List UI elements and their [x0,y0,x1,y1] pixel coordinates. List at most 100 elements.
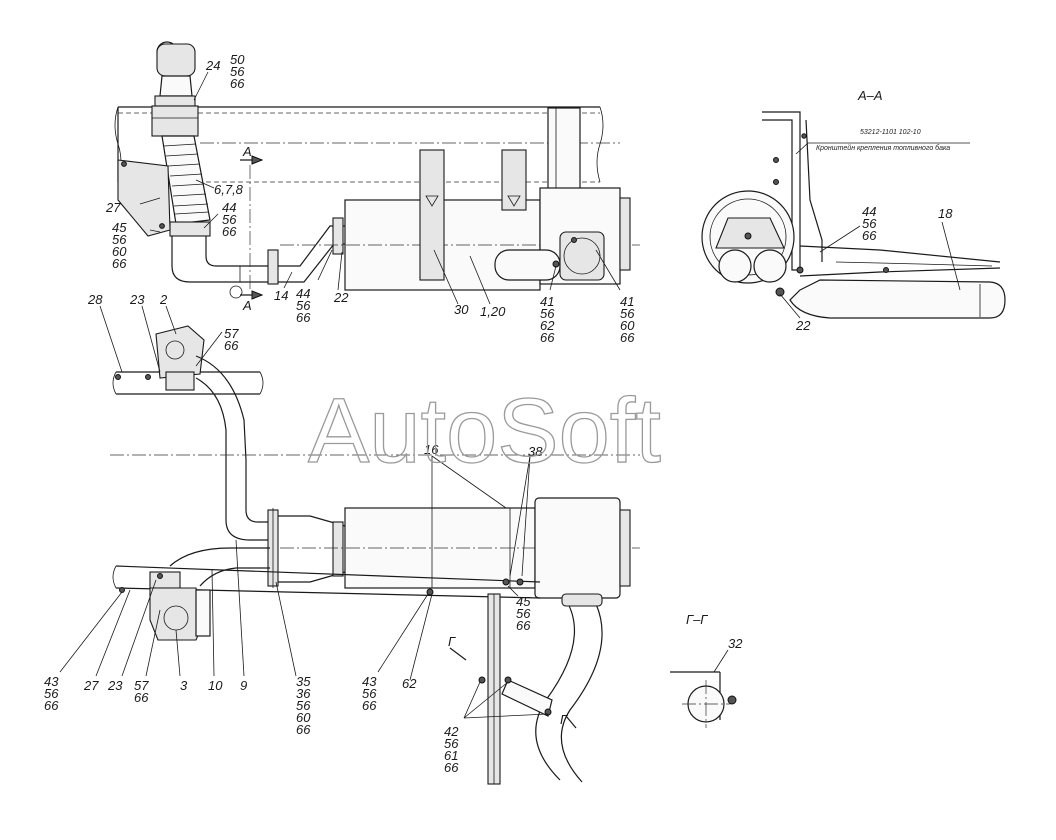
callout-line: 44 [862,204,876,219]
callout-line: 66 [540,330,555,345]
callout-line: 56 [44,686,59,701]
section-a-marker-bottom: А [242,298,252,313]
callout-line: 56 [516,606,531,621]
callout: 22 [333,290,349,305]
callout-line: 41 [540,294,554,309]
callout: 22 [795,318,811,333]
callout-line: 66 [44,698,59,713]
callout-line: 56 [540,306,555,321]
callout: 18 [938,206,953,221]
callout-line: 66 [112,256,127,271]
callout-line: 30 [454,302,469,317]
callout-line: 62 [402,676,417,691]
callout: 6,7,8 [214,182,244,197]
callout: 24 [205,58,220,73]
callout-line: 45 [516,594,531,609]
callout-line: 56 [112,232,127,247]
callout-line: 62 [540,318,555,333]
callout-line: 14 [274,288,288,303]
callout-line: 9 [240,678,247,693]
callout-line: 66 [620,330,635,345]
callout-line: 56 [620,306,635,321]
callout-line: 66 [134,690,149,705]
callout-line: 42 [444,724,459,739]
callout: 23 [107,678,123,693]
section-gg-view: Г–Г [670,612,737,728]
section-g-marker-right: Г [560,712,568,727]
callout: 27 [105,200,121,215]
callout: 1,20 [480,304,506,319]
callout-line: 10 [208,678,223,693]
bracket-code: 53212-1101 102-10 [860,129,921,136]
watermark: AutoSoft [308,380,661,482]
callout-line: 66 [222,224,237,239]
callout: 62 [402,676,417,691]
section-a-marker-top: А [242,144,252,159]
callout-line: 32 [728,636,743,651]
callout-line: 43 [44,674,59,689]
callout-line: 27 [83,678,99,693]
callout-line: 56 [444,736,459,751]
callout-line: 43 [362,674,377,689]
callout-line: 35 [296,674,311,689]
callout-line: 50 [230,52,245,67]
callout: 38 [528,444,543,459]
callout-line: 24 [205,58,220,73]
callout-line: 66 [516,618,531,633]
callout: 30 [454,302,469,317]
section-gg-title: Г–Г [686,612,708,627]
callout-line: 57 [224,326,239,341]
callout: 32 [728,636,743,651]
callout: 27 [83,678,99,693]
callout-line: 18 [938,206,953,221]
callout: 16 [424,442,439,457]
callout-line: 66 [296,310,311,325]
callout-line: 66 [862,228,877,243]
callout-line: 66 [296,722,311,737]
side-view: Г Г [110,325,640,785]
callout-line: 1,20 [480,304,506,319]
callout-line: 66 [362,698,377,713]
callout-line: 44 [222,200,236,215]
callout: 14 [274,288,288,303]
top-view: А А [114,41,640,313]
flexible-bellows [161,135,211,225]
callout-line: 28 [87,292,103,307]
callout: 23 [129,292,145,307]
callout: 10 [208,678,223,693]
callout-line: 36 [296,686,311,701]
callout-line: 56 [362,686,377,701]
callout-line: 60 [112,244,127,259]
callout-line: 56 [230,64,245,79]
callout-line: 56 [222,212,237,227]
callout-line: 41 [620,294,634,309]
callout-line: 2 [159,292,168,307]
callout-line: 38 [528,444,543,459]
callout-line: 56 [296,298,311,313]
callout-line: 60 [296,710,311,725]
callout-line: 22 [333,290,349,305]
callout: 28 [87,292,103,307]
callout: 3 [180,678,188,693]
callout-line: 6,7,8 [214,182,244,197]
callout: 2 [159,292,168,307]
callout-line: 45 [112,220,127,235]
callout-line: 60 [620,318,635,333]
callout-line: 56 [296,698,311,713]
callout-line: 44 [296,286,310,301]
callout-line: 23 [107,678,123,693]
